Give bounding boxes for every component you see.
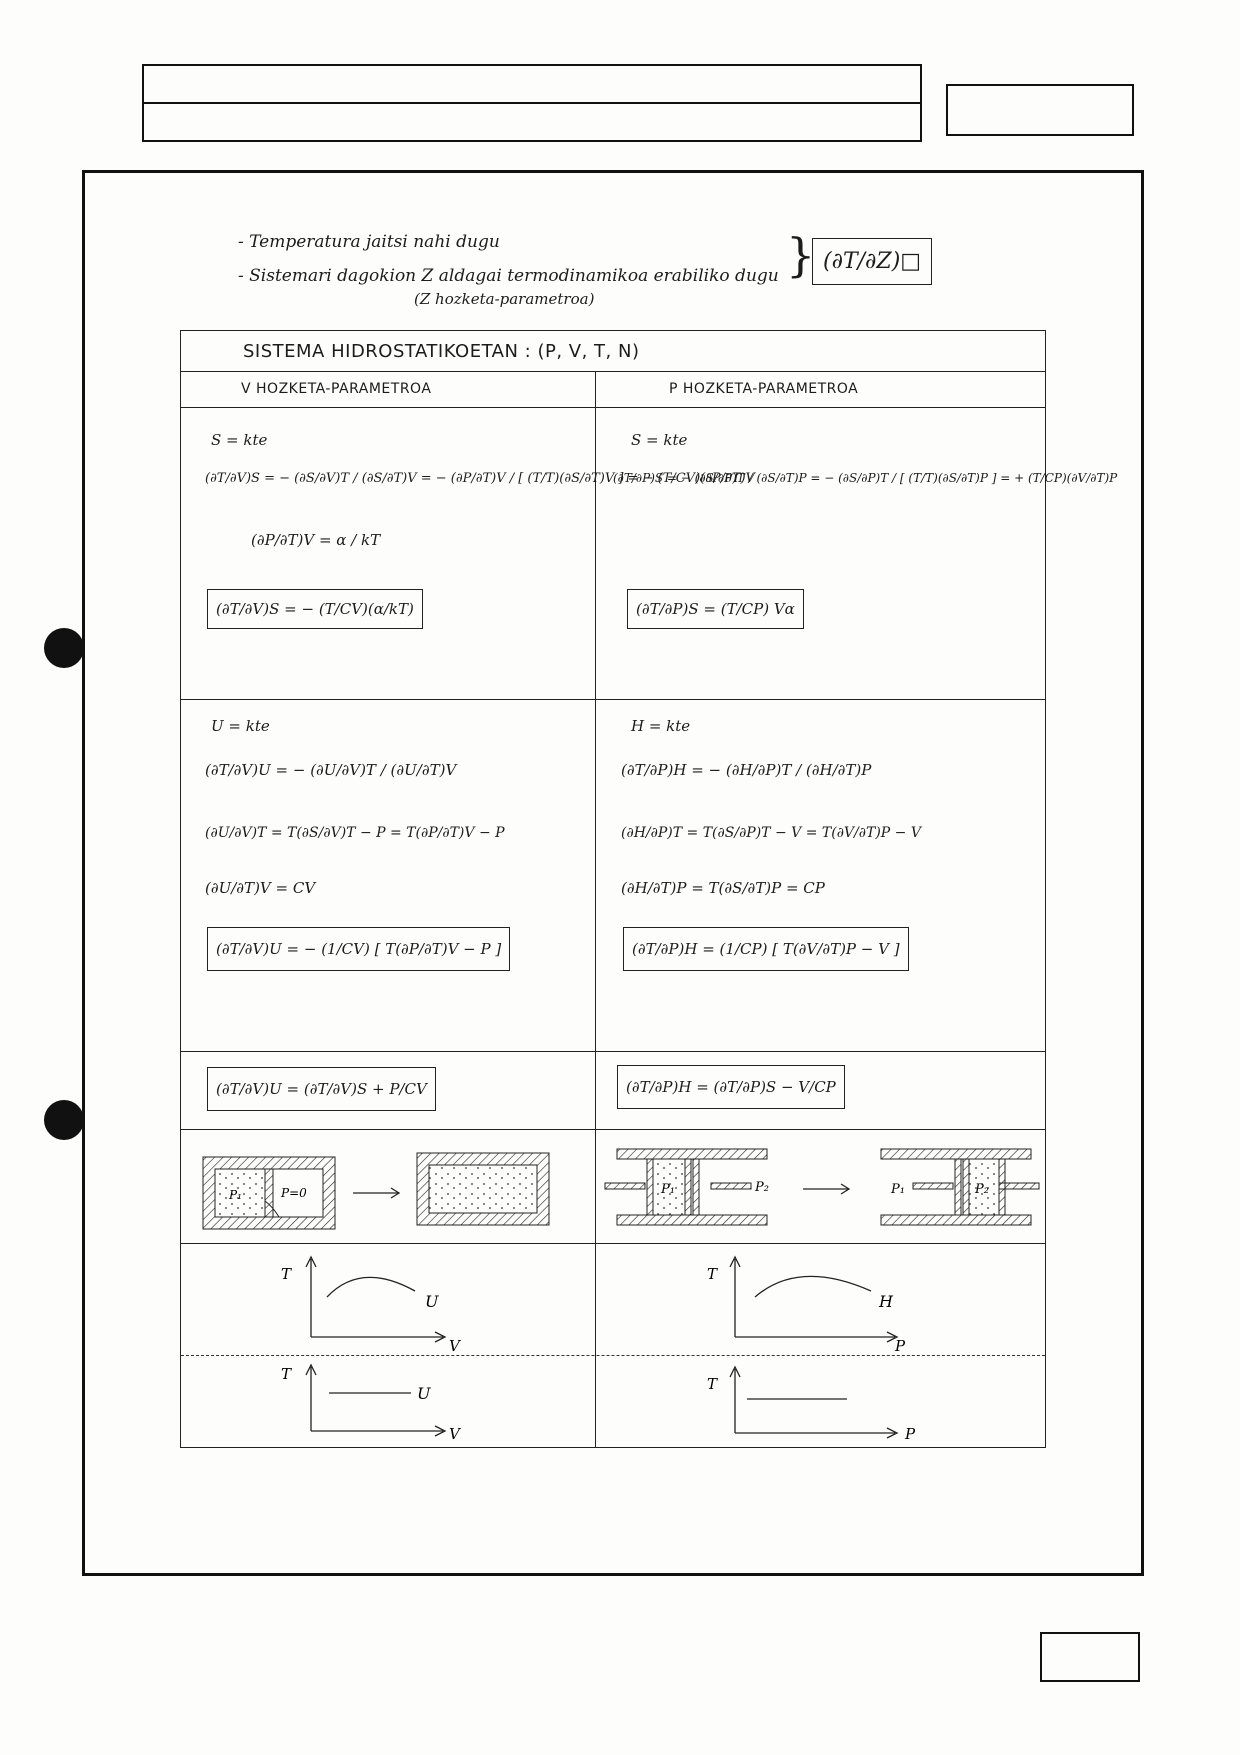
- free-expansion-p0: P=0: [280, 1186, 307, 1200]
- right-relation: (∂T/∂P)H = (∂T/∂P)S − V/CP: [617, 1065, 845, 1109]
- left-graph-real-x-label: V: [449, 1337, 462, 1355]
- free-expansion-diagram: P₁ P=0: [202, 1152, 550, 1230]
- throttling-p1b: P₁: [890, 1182, 905, 1197]
- right-graph-ideal-y-label: T: [707, 1375, 718, 1393]
- header-name-box: [142, 64, 922, 104]
- right-graph-real-x-label: P: [894, 1337, 906, 1355]
- right-graph-ideal: T P: [707, 1365, 916, 1443]
- page-frame: [82, 170, 1144, 1576]
- left-s-eq2: (∂P/∂T)V = α / kT: [251, 531, 381, 549]
- page-number-box: [1040, 1632, 1140, 1682]
- right-graph-ideal-x-label: P: [904, 1425, 916, 1443]
- right-h-label: H = kte: [631, 717, 691, 735]
- right-graph-real-curve-label: H: [878, 1292, 894, 1311]
- left-relation: (∂T/∂V)U = (∂T/∂V)S + P/CV: [207, 1067, 436, 1111]
- throttling-p2b: P₂: [974, 1182, 989, 1197]
- left-graph-real-y-label: T: [281, 1265, 292, 1283]
- header-subject-box: [142, 102, 922, 142]
- left-s-result: (∂T/∂V)S = − (T/CV)(α/kT): [207, 589, 423, 629]
- right-graph-real-y-label: T: [707, 1265, 718, 1283]
- left-u-eq3: (∂U/∂T)V = CV: [205, 879, 316, 897]
- note-line-2: - Sistemari dagokion Z aldagai termodina…: [238, 266, 779, 286]
- left-graph-ideal-y-label: T: [281, 1365, 292, 1383]
- left-u-label: U = kte: [211, 717, 270, 735]
- left-u-eq2: (∂U/∂V)T = T(∂S/∂V)T − P = T(∂P/∂T)V − P: [205, 825, 505, 841]
- binder-hole-bottom: [44, 1100, 84, 1140]
- left-s-eq1: (∂T/∂V)S = − (∂S/∂V)T / (∂S/∂T)V = − (∂P…: [205, 471, 755, 486]
- right-s-eq1: (∂T/∂P)S = − (∂S/∂P)T / (∂S/∂T)P = − (∂S…: [613, 471, 1118, 485]
- left-graph-ideal-x-label: V: [449, 1425, 462, 1443]
- binder-hole-top: [44, 628, 84, 668]
- header-score-box: [946, 84, 1134, 136]
- left-u-result: (∂T/∂V)U = − (1/CV) [ T(∂P/∂T)V − P ]: [207, 927, 511, 971]
- thermo-table: SISTEMA HIDROSTATIKOETAN : (P, V, T, N) …: [180, 330, 1117, 1448]
- left-column-header: V HOZKETA-PARAMETROA: [241, 381, 432, 397]
- free-expansion-p1: P₁: [228, 1188, 242, 1202]
- throttling-diagram: P₁ P₂ P₁ P₂: [604, 1148, 1040, 1226]
- throttling-p1: P₁: [660, 1182, 675, 1197]
- left-graph-real-curve-label: U: [425, 1292, 439, 1311]
- note-line-1: - Temperatura jaitsi nahi dugu: [238, 232, 500, 252]
- note-line-3: (Z hozketa-parametroa): [414, 290, 595, 308]
- left-graph-ideal-curve-label: U: [417, 1384, 431, 1403]
- right-s-label: S = kte: [631, 431, 688, 449]
- right-h-eq2: (∂H/∂P)T = T(∂S/∂P)T − V = T(∂V/∂T)P − V: [621, 825, 921, 841]
- throttling-p2: P₂: [754, 1180, 769, 1195]
- right-s-result: (∂T/∂P)S = (T/CP) Vα: [627, 589, 804, 629]
- note-brace: }: [786, 228, 816, 282]
- table-title: SISTEMA HIDROSTATIKOETAN : (P, V, T, N): [243, 341, 640, 362]
- right-h-result: (∂T/∂P)H = (1/CP) [ T(∂V/∂T)P − V ]: [623, 927, 909, 971]
- right-h-eq3: (∂H/∂T)P = T(∂S/∂T)P = CP: [621, 879, 825, 897]
- left-u-eq1: (∂T/∂V)U = − (∂U/∂V)T / (∂U/∂T)V: [205, 761, 457, 779]
- right-h-eq1: (∂T/∂P)H = − (∂H/∂P)T / (∂H/∂T)P: [621, 761, 872, 779]
- boxed-formula: (∂T/∂Z)□: [812, 238, 933, 285]
- left-s-label: S = kte: [211, 431, 268, 449]
- left-graph-ideal: T U V: [281, 1363, 462, 1443]
- right-column-header: P HOZKETA-PARAMETROA: [669, 381, 859, 397]
- left-graph-real: T U V: [281, 1255, 462, 1355]
- right-graph-real: T H P: [707, 1255, 906, 1355]
